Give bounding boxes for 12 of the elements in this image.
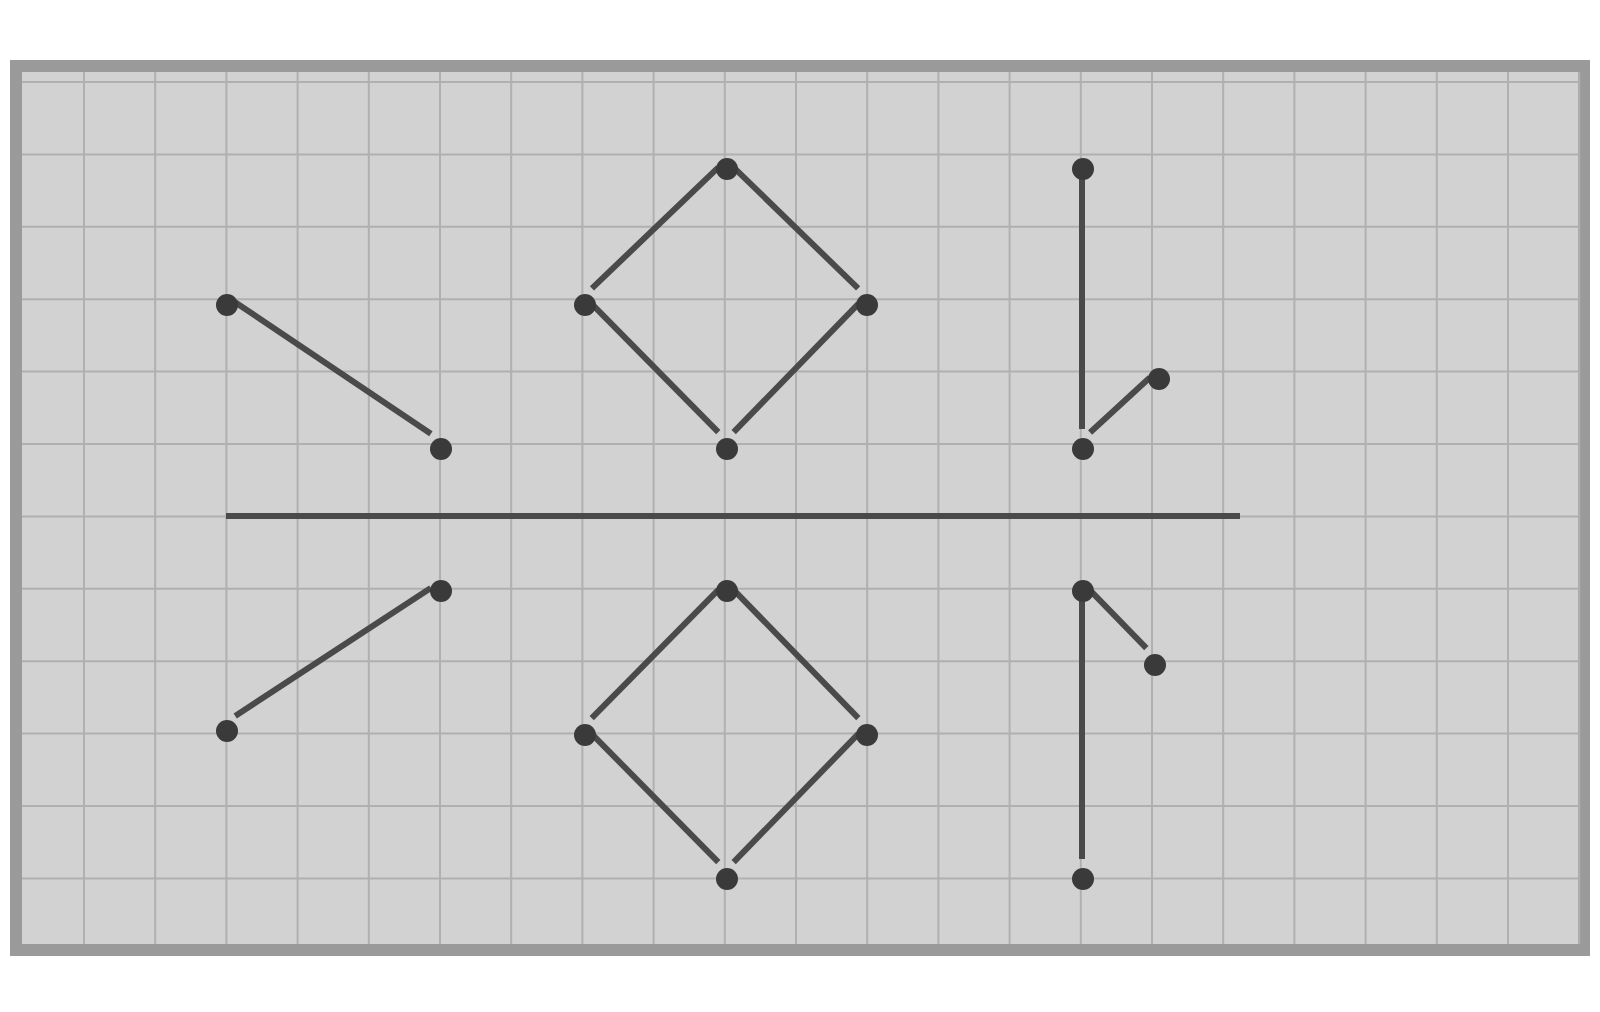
line-segment <box>589 165 721 291</box>
line-segment <box>1088 375 1152 435</box>
line-segment <box>589 587 721 721</box>
line-segment <box>731 731 861 865</box>
line-segment <box>1087 587 1149 651</box>
line-segment <box>731 301 861 435</box>
line-segment <box>731 587 861 721</box>
line-segment <box>233 585 433 719</box>
line-segment <box>233 299 433 437</box>
line-segment <box>589 731 721 865</box>
line-segment <box>731 165 861 291</box>
line-segment <box>589 301 721 435</box>
